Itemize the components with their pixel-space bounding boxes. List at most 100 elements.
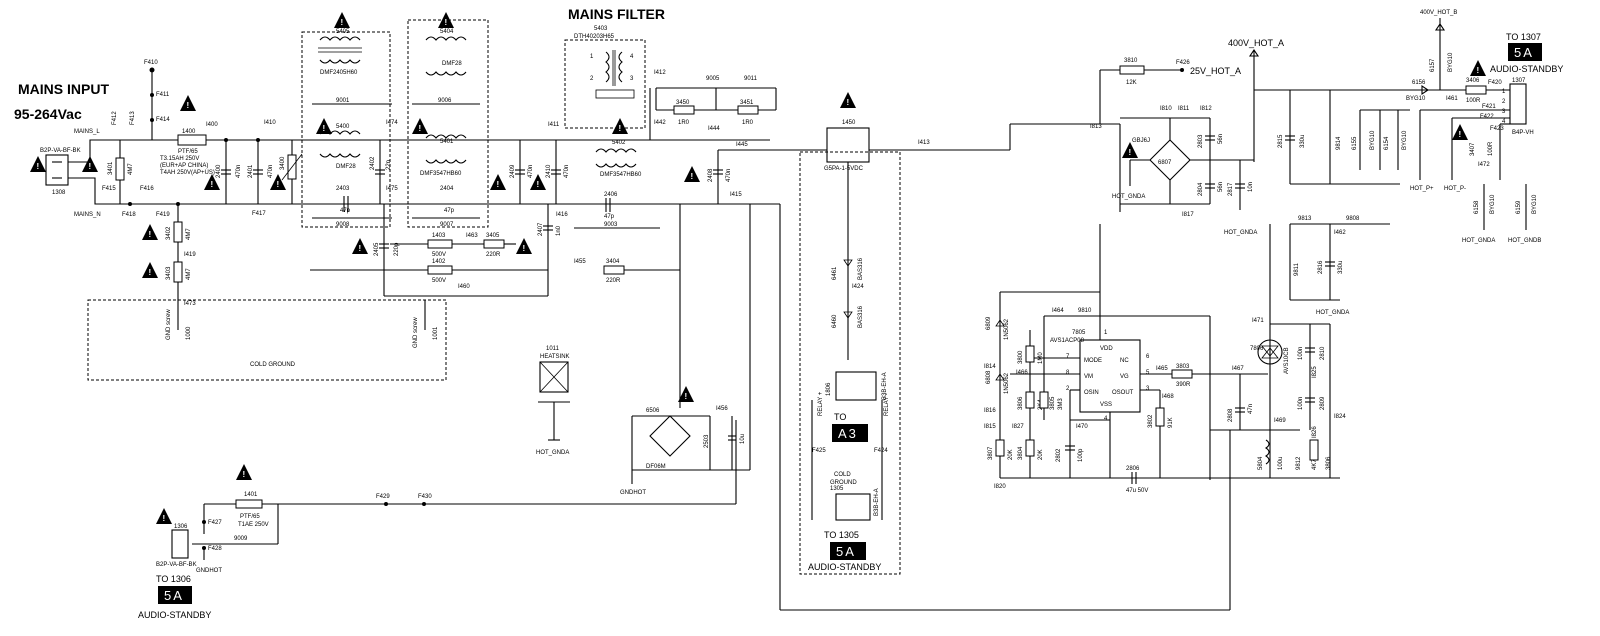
warning-exclamation-icon: ! [419, 124, 422, 133]
connector-1806 [835, 371, 877, 401]
node-i816: I816 [984, 408, 996, 414]
c2817-value: 10n [1248, 182, 1254, 192]
relay-module-box [799, 151, 901, 575]
node-f420: F420 [1488, 80, 1502, 86]
warning-triangle-icon [490, 174, 506, 190]
warning-exclamation-icon: ! [149, 268, 152, 277]
c2804-value: 56n [1218, 182, 1224, 192]
node-i468: I468 [1162, 394, 1174, 400]
warning-exclamation-icon: ! [149, 230, 152, 239]
warning-exclamation-icon: ! [341, 18, 344, 27]
net-9808: 9808 [1346, 216, 1360, 222]
resistor-icon [483, 239, 505, 249]
node-f419: F419 [156, 212, 170, 218]
connector-1305-type: B3B-EH-A [874, 488, 880, 516]
warning-exclamation-icon: ! [537, 180, 540, 189]
c2402-value: 22n [386, 160, 392, 170]
gndhot-label-1: GNDHOT [620, 490, 646, 496]
node-i812: I812 [1200, 106, 1212, 112]
c2810-value: 100n [1298, 347, 1304, 360]
warning-triangle-icon [684, 166, 700, 182]
pin-5403-1: 1 [590, 54, 594, 60]
d1402-ref: 1402 [432, 259, 446, 265]
node-f429: F429 [376, 494, 390, 500]
node-f417: F417 [252, 211, 266, 217]
cold-label-a: COLD [834, 472, 851, 478]
ic-pin-vdd: VDD [1100, 346, 1113, 352]
net-9005: 9005 [706, 76, 720, 82]
d6460-value: BAS316 [858, 305, 864, 328]
node-i465: I465 [1156, 366, 1168, 372]
net-hot-gnda-3: HOT_GNDA [1316, 310, 1349, 316]
resistor-icon [173, 221, 183, 243]
connector-1306-type: B2P-VA-BF-BK [156, 562, 197, 568]
node-f415: F415 [102, 186, 116, 192]
node-i444: I444 [708, 126, 720, 132]
d6159-value: BYG10 [1532, 194, 1538, 214]
ic-pin-osout: OSOUT [1112, 390, 1134, 396]
c2803-ref: 2803 [1198, 134, 1204, 148]
ic-7805-part: AVS1ACP08 [1050, 338, 1085, 344]
warning-triangle-icon [316, 118, 332, 134]
resistor-icon [1155, 407, 1165, 427]
ic-pin-vm: VM [1084, 374, 1093, 380]
warning-triangle-icon [270, 174, 286, 190]
d6156-value: BYG10 [1406, 96, 1426, 102]
fuse-1400-type: PTF/65 [178, 149, 198, 155]
c2815-ref: 2815 [1278, 134, 1284, 148]
triac-icon [1257, 339, 1283, 365]
choke-5402-part: DMF3547HB60 [600, 172, 642, 178]
c2405-ref: 2405 [374, 242, 380, 256]
warning-exclamation-icon: ! [497, 180, 500, 189]
title-mains-filter: MAINS FILTER [568, 6, 665, 22]
c2403-ref: 2403 [336, 186, 350, 192]
connector-1308: B2P-VA-BF-BK 1308 [40, 148, 81, 196]
c2806-ref: 2806 [1126, 466, 1140, 472]
c2803-value: 56n [1218, 134, 1224, 144]
c2410-ref: 2410 [546, 164, 552, 178]
net-400v-hot-b: 400V_HOT_B [1420, 10, 1457, 16]
r3401-ref: 3401 [108, 161, 114, 175]
ic-pin-7: 7 [1066, 354, 1070, 360]
net-9813: 9813 [1298, 216, 1312, 222]
node-f416: F416 [140, 186, 154, 192]
node-f426: F426 [1176, 60, 1190, 66]
r3450-value: 1R0 [678, 120, 690, 126]
node-f413: F413 [130, 111, 136, 125]
r3403-value: 4M7 [186, 268, 192, 280]
connector-1307-ref: 1307 [1512, 78, 1526, 84]
r3406-ref: 3406 [1466, 78, 1480, 84]
inductor-icon [319, 59, 361, 64]
ic-pin-1: 1 [1104, 330, 1108, 336]
warning-triangle-icon [438, 12, 454, 28]
node-f410: F410 [144, 60, 158, 66]
resistor-icon [1025, 439, 1035, 457]
resistor-icon [173, 261, 183, 283]
warning-triangle-icon [142, 224, 158, 240]
d6157-value: BYG10 [1448, 52, 1454, 72]
resistor-icon [1025, 391, 1035, 409]
warning-exclamation-icon: ! [277, 180, 280, 189]
node-f412: F412 [112, 111, 118, 125]
c2406-ref: 2406 [604, 192, 618, 198]
d6461-value: BAS316 [858, 257, 864, 280]
net-9812: 9812 [1296, 456, 1302, 470]
c2402-ref: 2402 [370, 156, 376, 170]
node-f422: F422 [1480, 114, 1494, 120]
r3803-value: 390R [1176, 382, 1191, 388]
ic-pin-vg: VG [1120, 374, 1129, 380]
net-9006: 9006 [438, 98, 452, 104]
c2400-ref: 2400 [216, 164, 222, 178]
r3802-ref: 3802 [1148, 414, 1154, 428]
c2404-value: 47p [444, 208, 455, 214]
net-9001: 9001 [336, 98, 350, 104]
warning-exclamation-icon: ! [359, 244, 362, 253]
title-mains-range: 95-264Vac [14, 106, 82, 122]
connector-1806-type: B3B-EH-A [882, 372, 888, 400]
r3806-ref: 3806 [1018, 396, 1024, 410]
ic-pin-mode: MODE [1084, 358, 1102, 364]
inductor-icon [618, 51, 623, 83]
ic-pin-osin: OSIN [1084, 390, 1099, 396]
node-i825: I825 [1312, 366, 1318, 378]
net-mains-l: MAINS_L [74, 129, 100, 135]
